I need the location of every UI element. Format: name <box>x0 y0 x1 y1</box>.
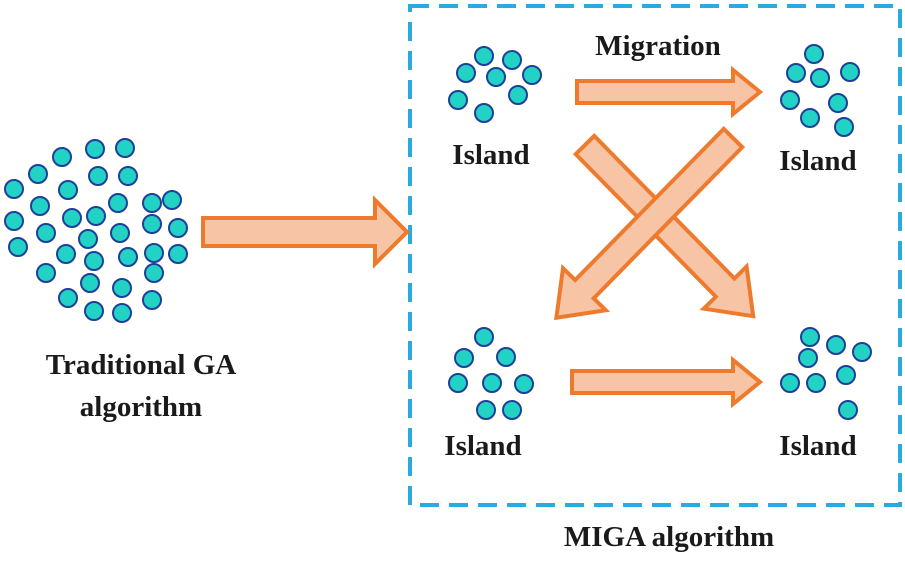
traditional-ga-label-line2: algorithm <box>80 391 202 423</box>
transition-arrow <box>201 195 410 269</box>
island-label-top-left: Island <box>452 139 529 171</box>
miga-boundary-box <box>408 4 902 507</box>
island-label-bottom-left: Island <box>444 430 521 462</box>
migration-label: Migration <box>595 30 721 62</box>
miga-label: MIGA algorithm <box>564 521 774 553</box>
island-bottom-left-population <box>448 327 534 420</box>
island-top-left-population <box>448 46 542 123</box>
island-top-right-population <box>780 44 860 137</box>
island-label-bottom-right: Island <box>779 430 856 462</box>
migration-arrow-top <box>575 65 764 119</box>
migration-arrow-bottom <box>570 355 764 409</box>
traditional-population <box>4 138 188 323</box>
migration-arrow-diagonal-down-left <box>554 126 746 321</box>
traditional-ga-label-line1: Traditional GA <box>46 349 236 381</box>
island-bottom-right-population <box>780 327 872 420</box>
island-label-top-right: Island <box>779 145 856 177</box>
